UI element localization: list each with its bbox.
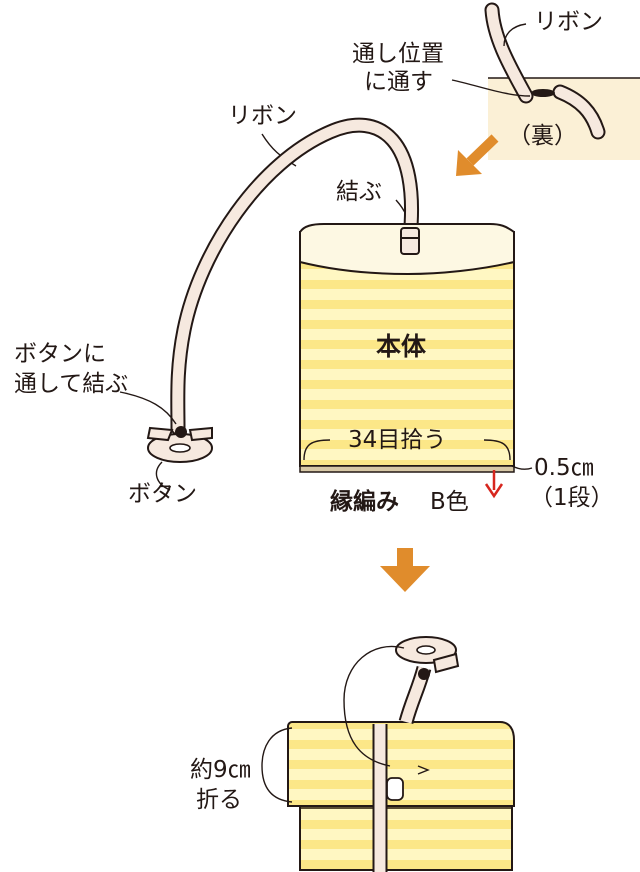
- button-label: ボタン: [128, 481, 197, 507]
- thread-position-label-line1: 通し位置: [352, 41, 444, 67]
- ribbon-long: [170, 117, 419, 436]
- thread-button-label-line2: 通して結ぶ: [14, 371, 129, 397]
- thread-button-label-line1: ボタンに: [14, 341, 106, 367]
- orange-diagonal-arrow: [456, 134, 499, 176]
- pick-up-label: 34目拾う: [348, 427, 447, 453]
- thread-position-label-line2: に通す: [364, 69, 433, 95]
- pick-up-brace: [303, 439, 533, 471]
- color-b-label: B色: [430, 489, 469, 515]
- body-label: 本体: [376, 332, 427, 361]
- leader-lines-button: [119, 391, 177, 491]
- tie-label: 結ぶ: [336, 179, 382, 205]
- back-side-label: （裏）: [508, 123, 577, 149]
- orange-down-arrow: [380, 548, 430, 592]
- ribbon-label-mid: リボン: [228, 103, 297, 129]
- fold-leaders: [261, 645, 430, 803]
- width-label: 0.5㎝: [534, 455, 594, 481]
- rows-label: （1段）: [530, 485, 614, 511]
- fold-length-label: 約9㎝: [190, 757, 251, 783]
- ribbon-label-top: リボン: [534, 9, 603, 35]
- fold-label: 折る: [196, 787, 242, 813]
- button-disc: [146, 426, 213, 463]
- red-down-arrow: [484, 470, 504, 499]
- bottom-button: [395, 636, 460, 680]
- folded-pouch: [287, 721, 515, 871]
- threaded-ribbon-top: [484, 2, 606, 140]
- edge-knit-label: 縁編み: [330, 489, 399, 515]
- ribbon-knot: [400, 227, 420, 255]
